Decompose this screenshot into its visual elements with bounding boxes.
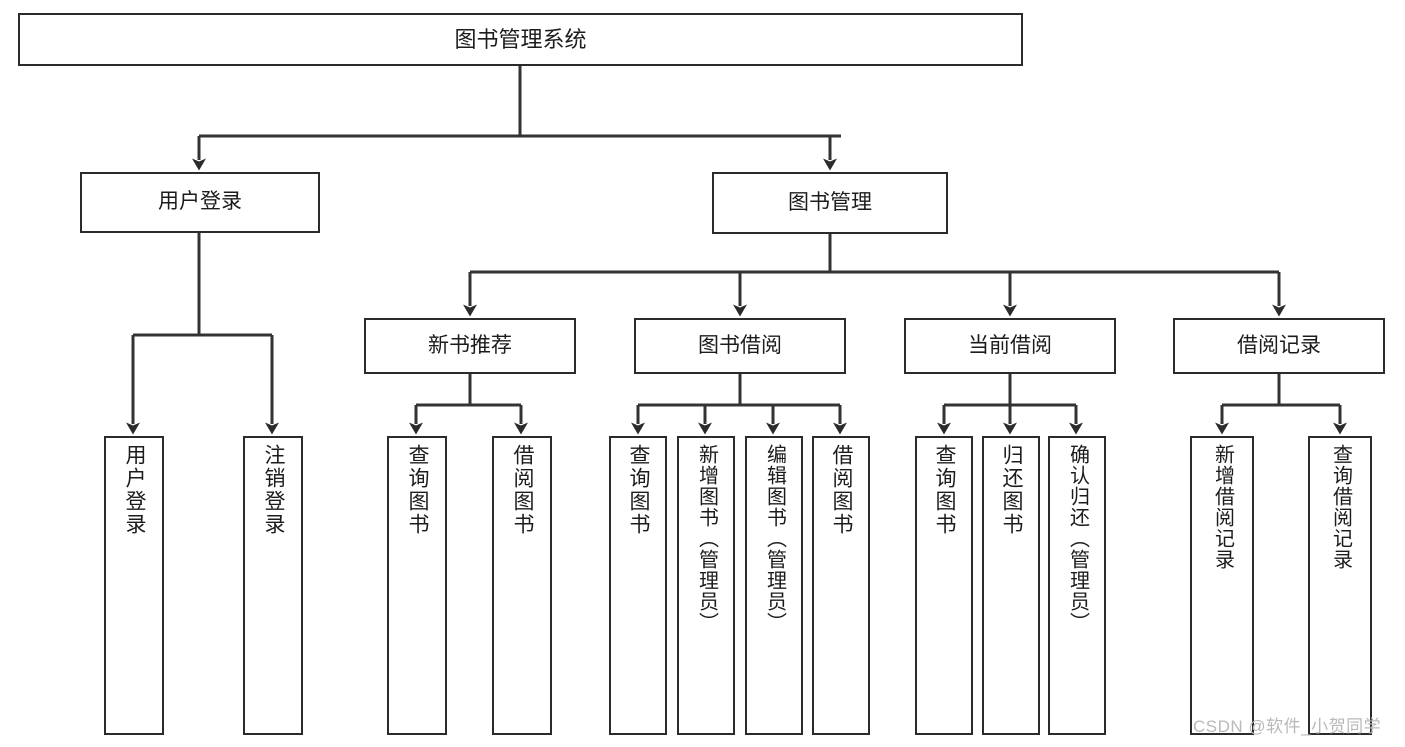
node-label: 用户登录 <box>123 444 147 536</box>
node-label: 归还图书 <box>1000 444 1024 536</box>
leaf-add-book-admin[interactable]: 新增图书（管理员） <box>677 436 735 735</box>
leaf-query-book-borrow[interactable]: 查询图书 <box>609 436 667 735</box>
node-label: 当前借阅 <box>968 333 1052 357</box>
node-label: 查询图书 <box>406 444 430 536</box>
leaf-user-login[interactable]: 用户登录 <box>104 436 164 735</box>
node-book-management[interactable]: 图书管理 <box>712 172 948 234</box>
node-current-borrow[interactable]: 当前借阅 <box>904 318 1116 374</box>
node-label: 查询图书 <box>627 444 651 536</box>
node-label: 借阅图书 <box>830 444 854 536</box>
node-user-login[interactable]: 用户登录 <box>80 172 320 233</box>
watermark: CSDN @软件_小贺同学 <box>1193 717 1382 736</box>
node-label: 注销登录 <box>262 444 286 536</box>
node-label: 查询图书 <box>933 444 957 536</box>
leaf-logout[interactable]: 注销登录 <box>243 436 303 735</box>
node-book-borrow[interactable]: 图书借阅 <box>634 318 846 374</box>
node-borrow-record[interactable]: 借阅记录 <box>1173 318 1385 374</box>
node-label: 新书推荐 <box>428 333 512 357</box>
leaf-borrow-book-newbook[interactable]: 借阅图书 <box>492 436 552 735</box>
node-new-book-recommend[interactable]: 新书推荐 <box>364 318 576 374</box>
leaf-add-borrow-record[interactable]: 新增借阅记录 <box>1190 436 1254 735</box>
node-label: 新增图书（管理员） <box>695 444 718 633</box>
node-label: 新增借阅记录 <box>1211 444 1234 570</box>
node-label: 用户登录 <box>158 190 242 214</box>
node-label: 借阅记录 <box>1237 333 1321 357</box>
leaf-borrow-book[interactable]: 借阅图书 <box>812 436 870 735</box>
node-label: 编辑图书（管理员） <box>763 444 786 633</box>
node-label: 图书管理 <box>788 190 872 214</box>
node-book-management-system[interactable]: 图书管理系统 <box>18 13 1023 66</box>
node-label: 查询借阅记录 <box>1329 444 1352 570</box>
node-label: 图书借阅 <box>698 333 782 357</box>
node-label: 图书管理系统 <box>454 26 587 52</box>
leaf-query-book-current[interactable]: 查询图书 <box>915 436 973 735</box>
leaf-confirm-return-admin[interactable]: 确认归还（管理员） <box>1048 436 1106 735</box>
node-label: 确认归还（管理员） <box>1066 444 1089 633</box>
leaf-return-book[interactable]: 归还图书 <box>982 436 1040 735</box>
node-label: 借阅图书 <box>511 444 535 536</box>
leaf-query-book-newbook[interactable]: 查询图书 <box>387 436 447 735</box>
leaf-query-borrow-record[interactable]: 查询借阅记录 <box>1308 436 1372 735</box>
leaf-edit-book-admin[interactable]: 编辑图书（管理员） <box>745 436 803 735</box>
